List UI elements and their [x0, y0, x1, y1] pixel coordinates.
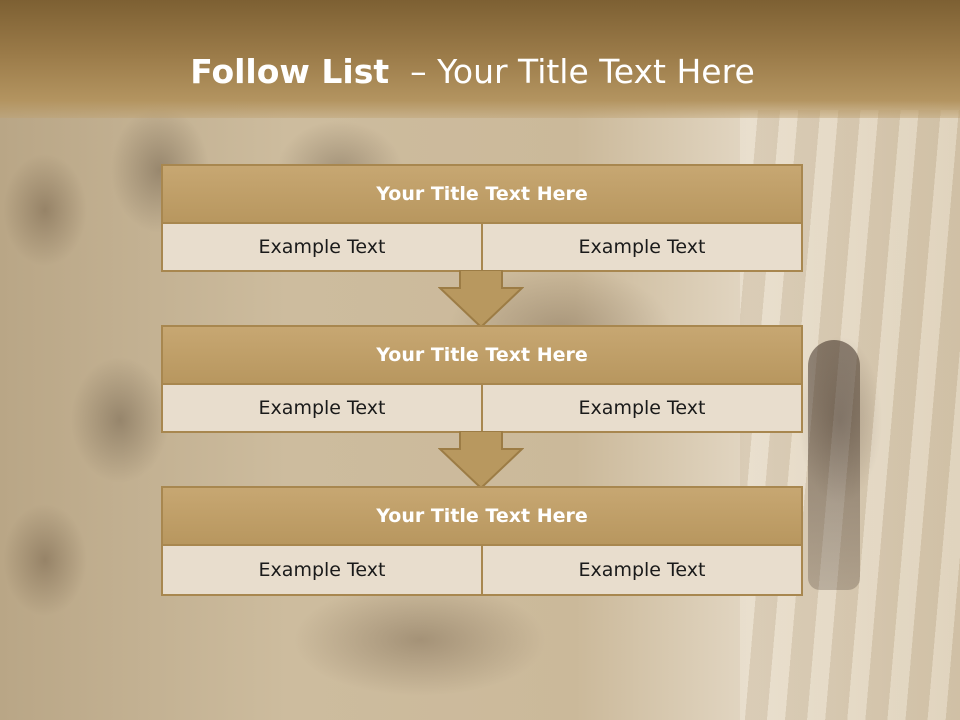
slide-title: Follow List – Your Title Text Here [0, 52, 945, 91]
step-left-text: Example Text [163, 546, 483, 594]
down-arrow-icon [438, 431, 524, 489]
step-box-2: Your Title Text Here Example Text Exampl… [161, 325, 803, 433]
step-right-text: Example Text [483, 546, 801, 594]
down-arrow-icon [438, 270, 524, 328]
curtain-tassel [808, 340, 860, 590]
slide-title-rest: – Your Title Text Here [389, 52, 755, 91]
step-left-text: Example Text [163, 385, 483, 431]
step-right-text: Example Text [483, 385, 801, 431]
slide-title-bold: Follow List [190, 52, 390, 91]
step-right-text: Example Text [483, 224, 801, 270]
step-box-1: Your Title Text Here Example Text Exampl… [161, 164, 803, 272]
step-title: Your Title Text Here [163, 488, 801, 546]
step-title: Your Title Text Here [163, 327, 801, 385]
step-title: Your Title Text Here [163, 166, 801, 224]
step-box-3: Your Title Text Here Example Text Exampl… [161, 486, 803, 596]
title-band [0, 0, 960, 118]
step-left-text: Example Text [163, 224, 483, 270]
